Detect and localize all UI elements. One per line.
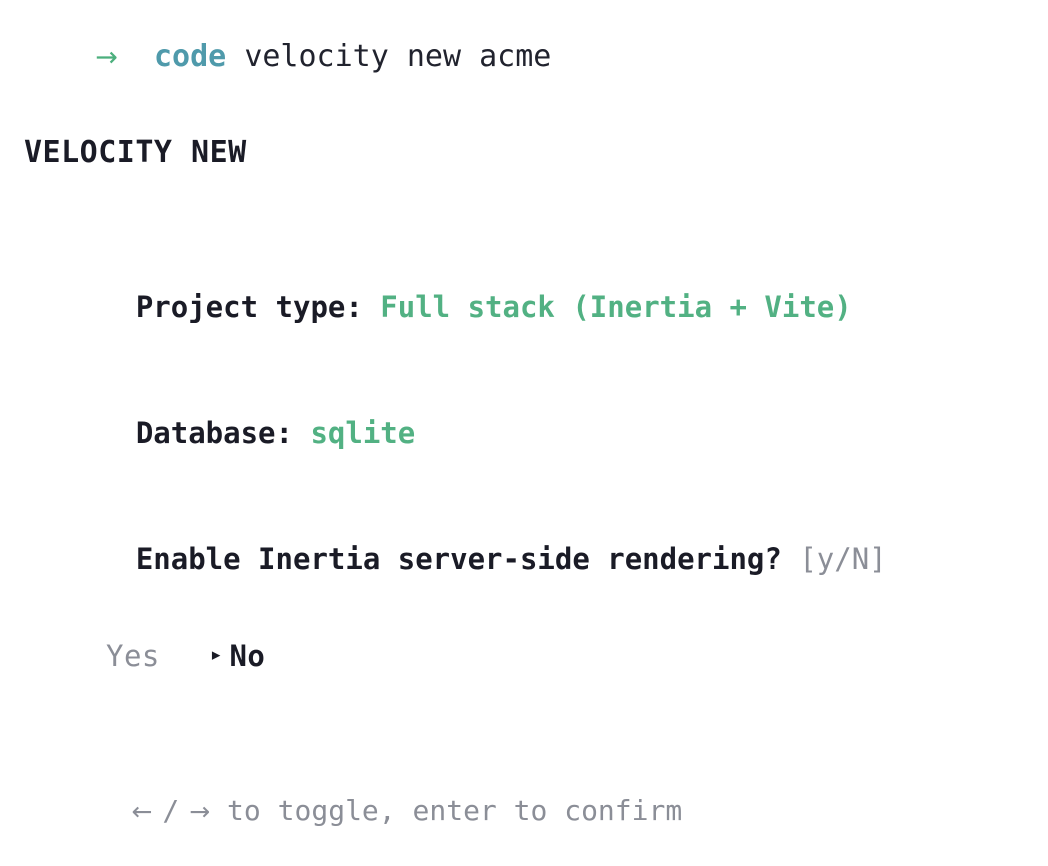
spacer xyxy=(782,542,799,576)
spacer xyxy=(363,290,380,324)
hint-separator: / xyxy=(162,794,180,827)
prompt-question-row: Enable Inertia server-side rendering? [y… xyxy=(66,516,887,603)
prompt-spacer-2 xyxy=(226,39,244,74)
spacer xyxy=(293,416,310,450)
database-label: Database: xyxy=(135,416,293,450)
shell-prompt-line: → code velocity new acme xyxy=(23,12,551,102)
prompt-spacer xyxy=(118,39,154,74)
arrow-right-icon: → xyxy=(189,797,211,826)
yes-no-toggle[interactable]: Yes ▸ No xyxy=(106,642,265,671)
prompt-arguments: velocity new acme xyxy=(244,39,552,74)
question-label: Enable Inertia server-side rendering? xyxy=(135,542,782,576)
toggle-option-yes[interactable]: Yes xyxy=(106,639,160,673)
page-title: VELOCITY NEW xyxy=(24,135,247,170)
database-value: sqlite xyxy=(310,416,416,450)
toggle-option-no[interactable]: No xyxy=(229,639,266,673)
prompt-arrow-icon: → xyxy=(95,42,118,73)
hint-text: to toggle, enter to confirm xyxy=(210,794,683,827)
keyboard-hint: ← / → to toggle, enter to confirm xyxy=(64,769,682,853)
summary-row-database: Database: sqlite xyxy=(66,390,415,477)
prompt-command: code xyxy=(154,39,227,74)
project-type-label: Project type: xyxy=(135,290,363,324)
selection-marker-icon: ▸ xyxy=(211,645,221,665)
arrow-left-icon: ← xyxy=(131,797,153,826)
question-default-hint: [y/N] xyxy=(799,542,887,576)
project-type-value: Full stack (Inertia + Vite) xyxy=(380,290,852,324)
summary-row-project-type: Project type: Full stack (Inertia + Vite… xyxy=(66,264,852,351)
